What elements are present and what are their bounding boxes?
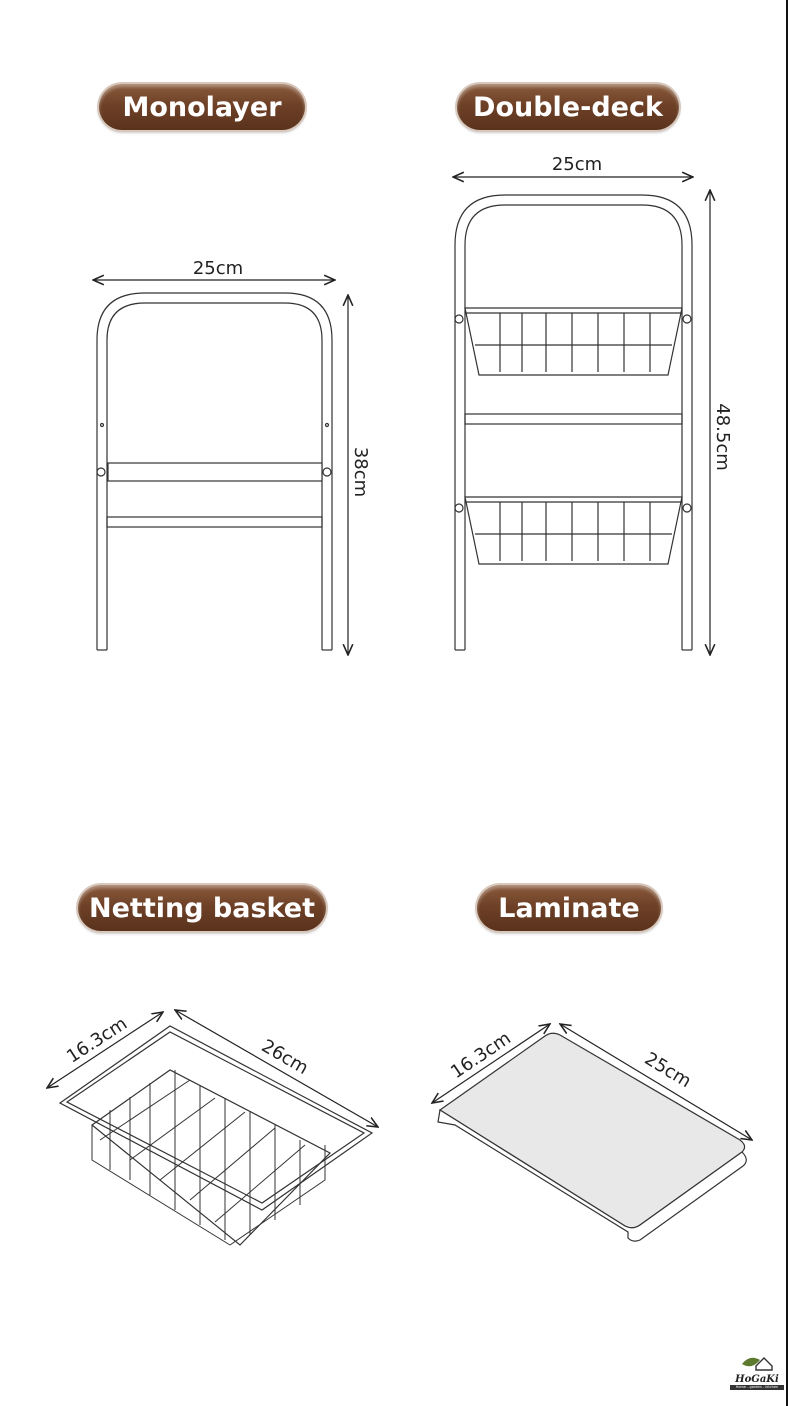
laminate-length-label: 25cm (641, 1048, 695, 1092)
monolayer-badge: Monolayer (99, 84, 305, 130)
brand-logo: HoGaKi Home - garden - kitchen (730, 1352, 784, 1396)
basket-depth-label: 16.3cm (63, 1013, 131, 1067)
logo-tagline: Home - garden - kitchen (730, 1385, 784, 1390)
double-deck-rack-drawing (454, 194, 693, 651)
double-deck-width-label: 25cm (552, 154, 602, 175)
leaf-house-icon (742, 1357, 773, 1371)
double-deck-title: Double-deck (473, 91, 663, 123)
right-border (786, 0, 788, 1406)
netting-basket-title: Netting basket (89, 892, 315, 924)
double-deck-badge: Double-deck (457, 84, 679, 130)
netting-basket-drawing (58, 1025, 374, 1246)
logo-name: HoGaKi (735, 1374, 779, 1385)
netting-basket-badge: Netting basket (78, 885, 326, 931)
basket-length-label: 26cm (258, 1036, 312, 1079)
monolayer-height-label: 38cm (350, 447, 371, 497)
double-deck-height-label: 48.5cm (712, 403, 733, 471)
monolayer-width-label: 25cm (193, 258, 243, 279)
monolayer-rack-drawing (96, 292, 333, 651)
monolayer-title: Monolayer (122, 91, 282, 123)
laminate-badge: Laminate (477, 885, 661, 931)
laminate-title: Laminate (498, 892, 640, 924)
